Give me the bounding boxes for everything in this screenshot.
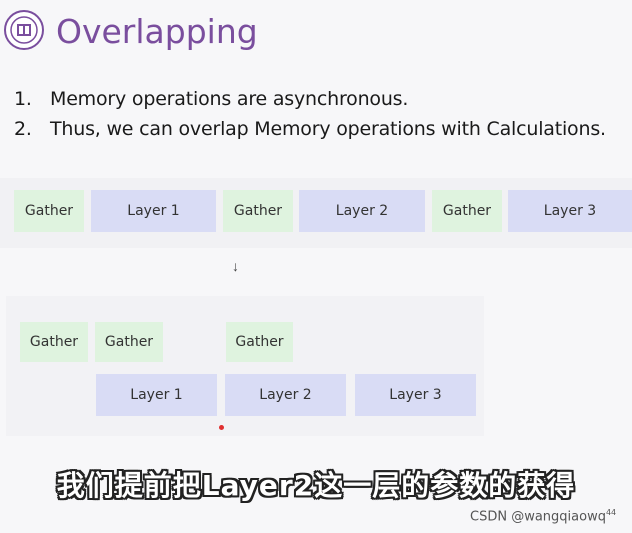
overlapped-timeline: Gather Gather Gather Layer 1 Layer 2 Lay… [6,296,484,436]
sequential-timeline: Gather Layer 1 Gather Layer 2 Gather Lay… [0,178,632,248]
gather-block: Gather [95,322,163,362]
gather-block: Gather [226,322,293,362]
gather-block: Gather [432,190,502,232]
layer-block: Layer 3 [508,190,632,232]
bullet-number: 2. [14,118,32,140]
down-arrow-icon: ↓ [232,258,239,274]
university-logo-icon [4,10,44,50]
layer-block: Layer 2 [225,374,346,416]
layer-block: Layer 1 [91,190,216,232]
slide-title: Overlapping [56,12,258,51]
video-subtitle: 我们提前把Layer2这一层的参数的获得 [56,469,576,502]
watermark-text: CSDN @wangqiaowq [470,509,606,525]
watermark: CSDN @wangqiaowq44 [470,508,616,524]
pointer-dot [219,425,224,430]
layer-block: Layer 3 [355,374,476,416]
gather-block: Gather [14,190,84,232]
bullet-item: 2. Thus, we can overlap Memory operations… [14,118,606,140]
bullet-text: Memory operations are asynchronous. [50,88,409,110]
layer-block: Layer 2 [299,190,425,232]
bullet-text: Thus, we can overlap Memory operations w… [50,118,606,140]
gather-block: Gather [223,190,293,232]
bullet-item: 1. Memory operations are asynchronous. [14,88,408,110]
gather-block: Gather [20,322,88,362]
bullet-number: 1. [14,88,32,110]
layer-block: Layer 1 [96,374,217,416]
watermark-superscript: 44 [605,508,617,517]
